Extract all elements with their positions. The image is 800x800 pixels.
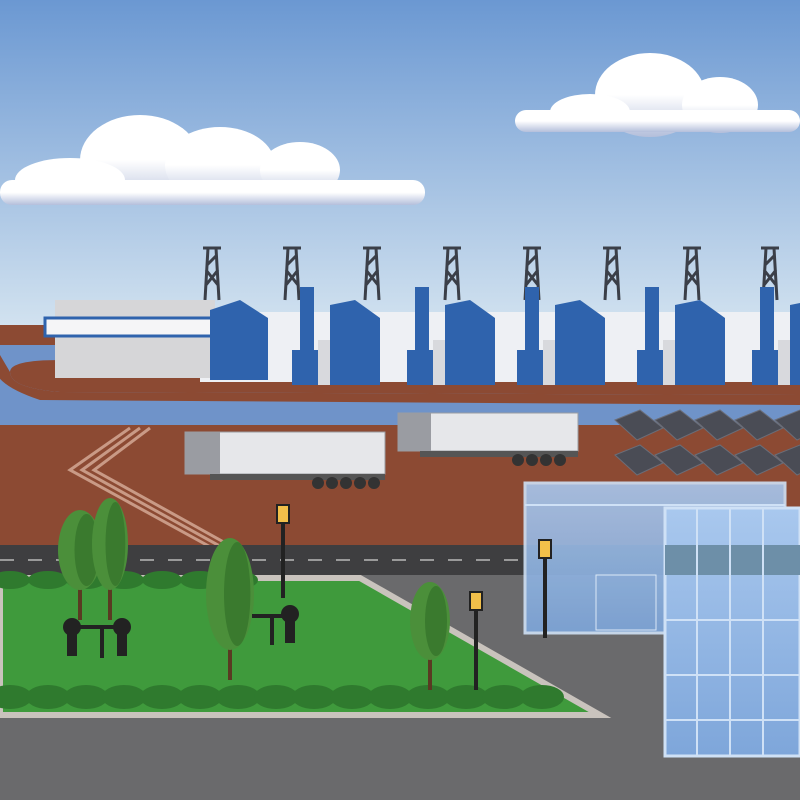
- solar-panel: [654, 444, 704, 476]
- oil-derrick: [603, 246, 621, 301]
- cafe-table-set-right: [252, 605, 299, 645]
- hedge-bush: [28, 571, 68, 589]
- hedge-bush: [292, 685, 336, 709]
- solar-panel: [614, 444, 664, 476]
- hedge-bush: [178, 685, 222, 709]
- oil-derrick: [761, 246, 779, 301]
- factory-stack: [517, 287, 605, 385]
- trees: [58, 498, 450, 690]
- oil-derrick: [523, 246, 541, 301]
- oil-derrick: [443, 246, 461, 301]
- hedge-bush: [26, 685, 70, 709]
- hedge-bush: [520, 685, 564, 709]
- oil-derrick: [283, 246, 301, 301]
- tree: [206, 538, 254, 680]
- cloud-right: [515, 53, 800, 137]
- solar-panel: [694, 444, 744, 476]
- hedge-bush: [216, 685, 260, 709]
- truck-trailer-1: [184, 431, 386, 489]
- factory-stack: [752, 287, 800, 385]
- hedge-bush: [254, 685, 298, 709]
- hedge-bush: [140, 685, 184, 709]
- factory-stack: [292, 287, 380, 385]
- factory-stack: [407, 287, 495, 385]
- solar-panel: [614, 409, 664, 441]
- solar-panel: [774, 444, 800, 476]
- street-lamps: [276, 504, 552, 690]
- glass-building-front: [663, 506, 800, 758]
- tree: [410, 582, 450, 690]
- hedge-bush: [406, 685, 450, 709]
- solar-panels: [614, 409, 800, 476]
- factory: [43, 287, 800, 385]
- river: [0, 345, 800, 425]
- solar-panel: [774, 409, 800, 441]
- hedges: [0, 571, 564, 709]
- hedge-bush: [102, 685, 146, 709]
- hedge-bush: [64, 685, 108, 709]
- solar-panel: [694, 409, 744, 441]
- cloud-left: [0, 115, 425, 205]
- hedge-bush: [444, 685, 488, 709]
- truck-trailer-2: [397, 412, 579, 466]
- oil-derrick: [203, 246, 221, 301]
- hedge-bush: [142, 571, 182, 589]
- hedge-bush: [0, 685, 32, 709]
- solar-panel: [734, 409, 784, 441]
- solar-panel: [654, 409, 704, 441]
- oil-derrick: [683, 246, 701, 301]
- solar-panel: [734, 444, 784, 476]
- oil-derrick: [363, 246, 381, 301]
- hedge-bush: [368, 685, 412, 709]
- hedge-bush: [0, 571, 30, 589]
- factory-stack: [637, 287, 725, 385]
- tree: [92, 498, 128, 620]
- street-lamp: [276, 504, 290, 598]
- cafe-table-set-left: [63, 618, 131, 658]
- oil-derricks: [203, 246, 779, 301]
- street-lamp: [538, 539, 552, 638]
- street-lamp: [469, 591, 483, 690]
- hedge-bush: [330, 685, 374, 709]
- hedge-bush: [482, 685, 526, 709]
